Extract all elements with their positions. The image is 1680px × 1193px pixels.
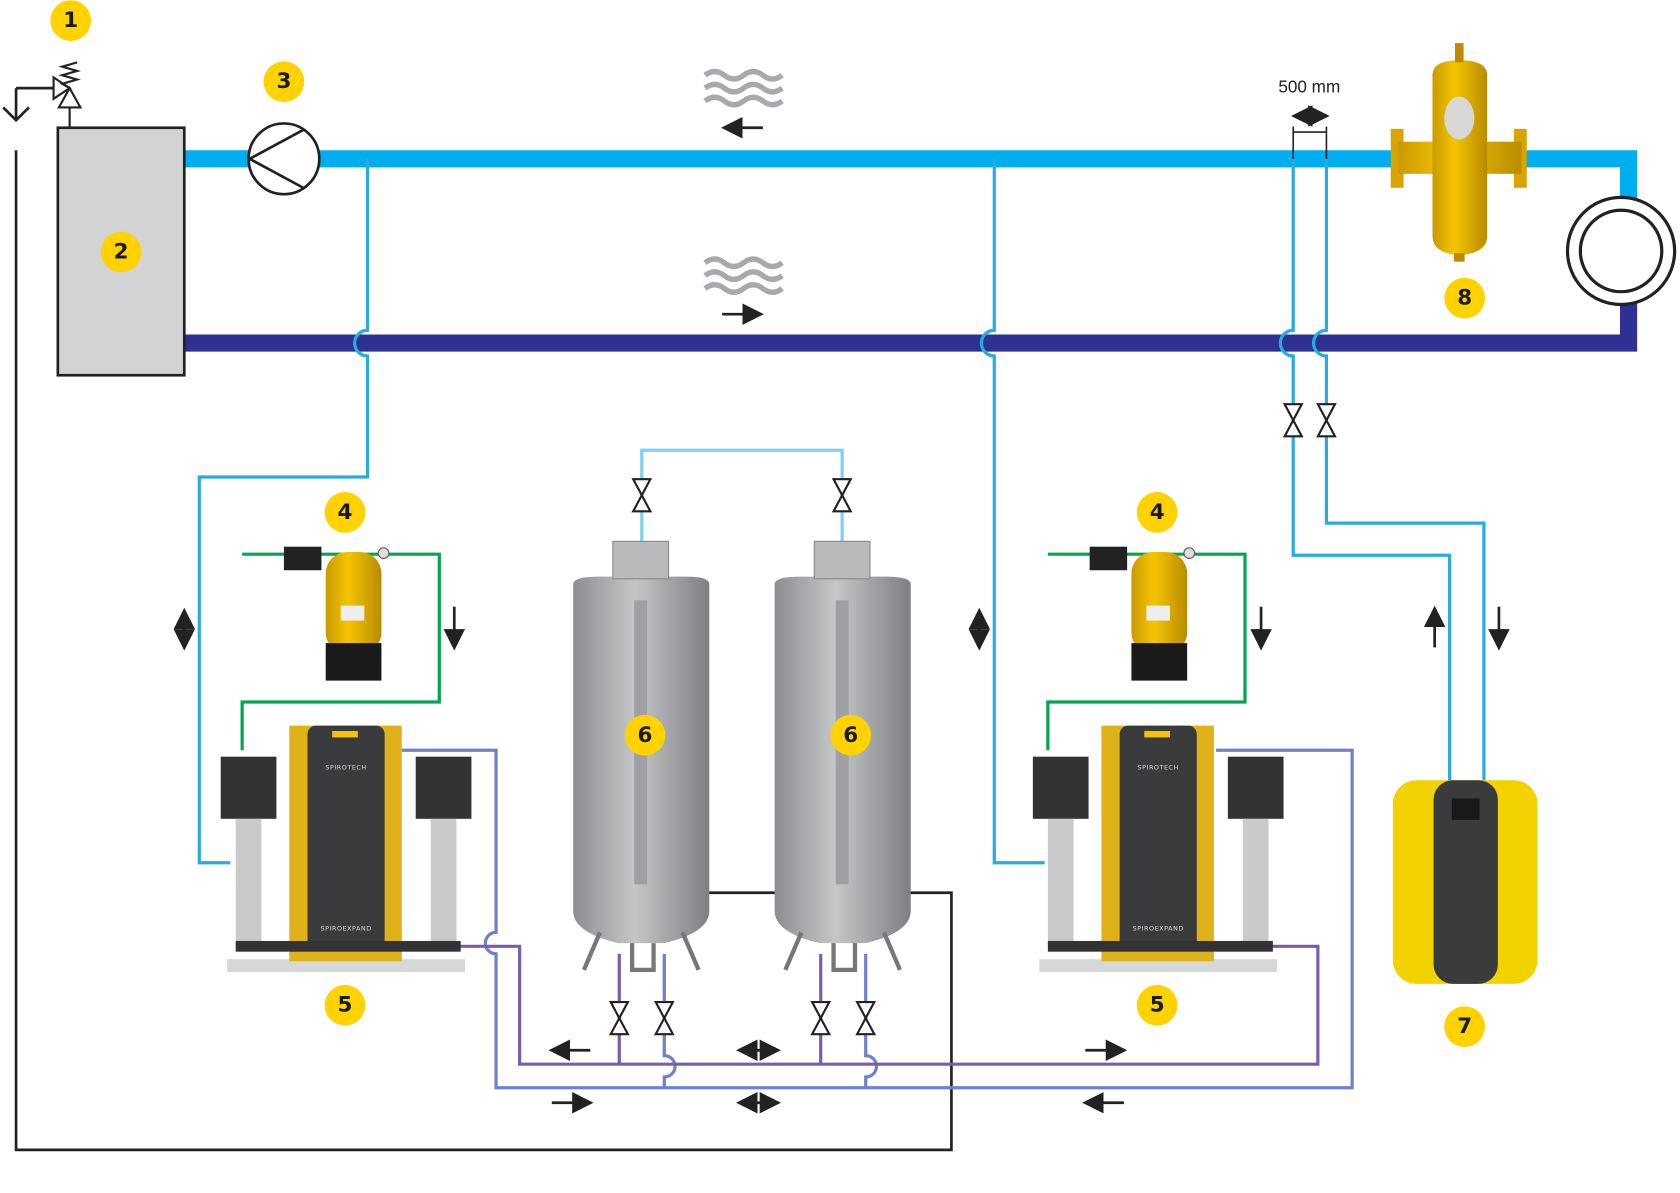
pressurization-unit-left: SPIROTECH SPIROEXPAND bbox=[220, 725, 472, 973]
heat-wave-icon bbox=[703, 68, 784, 295]
valve-icon bbox=[653, 1000, 675, 1036]
svg-text:7: 7 bbox=[1457, 1014, 1472, 1039]
marker-4-left: 4 bbox=[324, 492, 366, 533]
valve-icon bbox=[855, 1000, 877, 1036]
air-dirt-separator bbox=[1390, 43, 1527, 262]
heat-consumer-icon bbox=[1565, 195, 1677, 307]
marker-4-right: 4 bbox=[1136, 492, 1178, 533]
isolation-valves bbox=[608, 403, 1337, 1036]
expansion-vessel-right bbox=[774, 540, 911, 973]
svg-text:8: 8 bbox=[1457, 286, 1472, 311]
svg-text:3: 3 bbox=[276, 69, 291, 94]
supply-pipe bbox=[184, 150, 1638, 202]
valve-icon bbox=[1316, 403, 1337, 438]
connection-lines bbox=[197, 158, 1486, 865]
marker-3: 3 bbox=[263, 61, 305, 103]
expansion-vessel-left bbox=[573, 540, 710, 973]
svg-text:5: 5 bbox=[338, 993, 353, 1018]
make-up-lines bbox=[240, 552, 1247, 751]
valve-icon bbox=[631, 478, 653, 513]
vessel-link-line bbox=[640, 448, 844, 542]
valve-icon bbox=[1282, 403, 1304, 438]
marker-2: 2 bbox=[100, 231, 142, 273]
vessel-lines bbox=[401, 748, 1354, 1090]
pressurization-unit-right: SPIROTECH SPIROEXPAND bbox=[1032, 725, 1284, 973]
svg-text:1: 1 bbox=[63, 8, 78, 33]
water-softener-right bbox=[1089, 546, 1196, 681]
svg-text:6: 6 bbox=[638, 723, 653, 748]
return-pipe bbox=[184, 302, 1638, 352]
valve-icon bbox=[810, 1000, 832, 1036]
marker-6-right: 6 bbox=[830, 714, 872, 756]
valve-icon bbox=[608, 1000, 630, 1036]
dimension-label: 500 mm bbox=[1278, 76, 1340, 96]
circulation-pump-icon bbox=[246, 122, 321, 196]
markers: 1 2 3 4 4 5 5 6 6 7 8 bbox=[50, 0, 1485, 1048]
svg-text:2: 2 bbox=[114, 240, 129, 265]
vacuum-degasser-unit bbox=[1392, 780, 1538, 984]
marker-5-right: 5 bbox=[1136, 984, 1178, 1026]
svg-text:5: 5 bbox=[1150, 993, 1165, 1018]
svg-text:4: 4 bbox=[1150, 500, 1165, 525]
svg-text:6: 6 bbox=[843, 723, 858, 748]
spiroexpand-logo: SPIROEXPAND bbox=[1133, 924, 1184, 932]
spiroexpand-logo: SPIROEXPAND bbox=[320, 924, 371, 932]
flow-arrows bbox=[173, 117, 1510, 1114]
spirotech-logo: SPIROTECH bbox=[325, 764, 366, 772]
marker-7: 7 bbox=[1444, 1006, 1485, 1048]
marker-6-left: 6 bbox=[624, 714, 666, 756]
svg-text:4: 4 bbox=[338, 500, 353, 525]
dimension-500mm: 500 mm bbox=[1278, 76, 1340, 159]
marker-5-left: 5 bbox=[324, 984, 366, 1026]
valve-icon bbox=[831, 478, 853, 513]
marker-8: 8 bbox=[1444, 277, 1485, 319]
water-softener-left bbox=[283, 546, 390, 681]
marker-1: 1 bbox=[50, 0, 92, 41]
safety-valve-icon bbox=[52, 61, 83, 128]
spirotech-logo: SPIROTECH bbox=[1138, 764, 1179, 772]
